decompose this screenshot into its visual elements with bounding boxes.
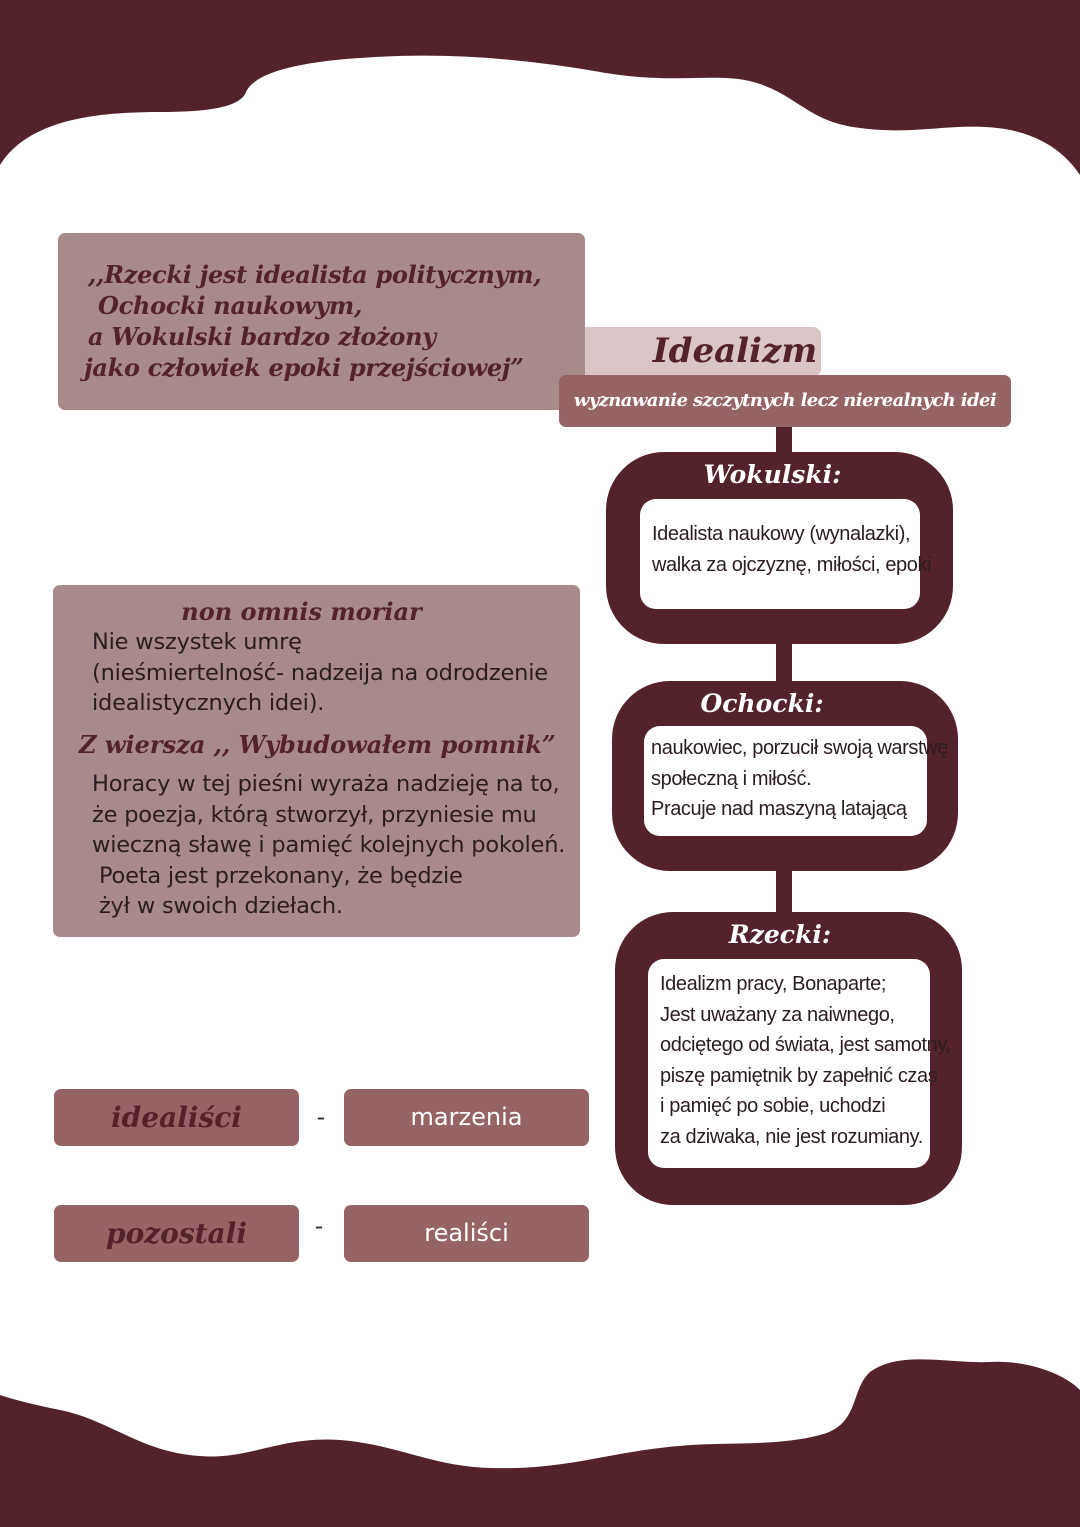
pair-dash: -	[314, 1212, 324, 1240]
character-description: Idealizm pracy, Bonaparte; Jest uważany …	[648, 959, 951, 1168]
description-line: Idealista naukowy (wynalazki),	[652, 523, 911, 545]
body-line: żył w swoich dziełach.	[92, 893, 343, 919]
connector-line	[776, 644, 792, 682]
pair-left-pozostali: pozostali	[54, 1205, 299, 1262]
concept-definition: wyznawanie szczytnych lecz nierealnych i…	[559, 375, 1011, 427]
character-card-ochocki: Ochocki: naukowiec, porzucił swoją warst…	[612, 681, 958, 871]
quote-box: ,,Rzecki jest idealista politycznym, Och…	[58, 233, 585, 410]
body-line: idealistycznych idei).	[92, 690, 325, 716]
character-description: naukowiec, porzucił swoją warstwę społec…	[644, 726, 948, 836]
poem-subheading: Z wiersza ,, Wybudowałem pomnik”	[79, 730, 556, 759]
description-line: za dziwaka, nie jest rozumiany.	[660, 1125, 923, 1148]
quote-line: ,,Rzecki jest idealista politycznym,	[88, 260, 542, 289]
character-card-rzecki: Rzecki: Idealizm pracy, Bonaparte; Jest …	[615, 912, 962, 1205]
connector-line	[776, 427, 792, 453]
description-line: społeczną i miłość.	[651, 767, 812, 790]
description-line: walka za ojczyznę, miłości, epoki	[652, 553, 932, 576]
description-line: piszę pamiętnik by zapełnić czas	[660, 1064, 938, 1087]
description-line: i pamięć po sobie, uchodzi	[660, 1095, 886, 1117]
quote-line: a Wokulski bardzo złożony	[88, 322, 436, 351]
pair-right-realisci: realiści	[344, 1205, 589, 1262]
non-omnis-moriar-box: non omnis moriar Nie wszystek umrę (nieś…	[53, 585, 580, 937]
connector-line	[776, 871, 792, 913]
poem-explanation: Horacy w tej pieśni wyraża nadzieję na t…	[92, 769, 565, 922]
character-name: Ochocki:	[700, 689, 824, 718]
pair-right-marzenia: marzenia	[344, 1089, 589, 1146]
description-line: Pracuje nad maszyną latającą	[651, 798, 907, 820]
description-line: Idealizm pracy, Bonaparte;	[660, 973, 887, 995]
pair-left-idealisci: idealiści	[54, 1089, 299, 1146]
character-description: Idealista naukowy (wynalazki), walka za …	[640, 499, 932, 609]
character-name: Wokulski:	[703, 460, 842, 489]
concept-title: Idealizm	[652, 331, 818, 371]
description-line: odciętego od świata, jest samotny,	[660, 1034, 951, 1056]
body-line: że poezja, którą stworzył, przyniesie mu	[92, 801, 537, 828]
body-line: Poeta jest przekonany, że będzie	[92, 862, 463, 889]
character-card-wokulski: Wokulski: Idealista naukowy (wynalazki),…	[606, 452, 953, 644]
body-line: Nie wszystek umrę	[92, 629, 302, 655]
quote-line: jako człowiek epoki przejściowej”	[84, 353, 524, 382]
body-line: (nieśmiertelność- nadzeija na odrodzenie	[92, 659, 548, 686]
pair-dash: -	[316, 1103, 326, 1131]
body-line: Horacy w tej pieśni wyraża nadzieję na t…	[92, 771, 560, 797]
latin-heading: non omnis moriar	[181, 597, 422, 626]
body-line: wieczną sławę i pamięć kolejnych pokoleń…	[92, 832, 566, 858]
quote-line: Ochocki naukowym,	[98, 291, 363, 320]
idealizm-title-tab	[585, 327, 821, 377]
description-line: Jest uważany za naiwnego,	[660, 1003, 895, 1026]
character-name: Rzecki:	[728, 920, 832, 949]
latin-explanation: Nie wszystek umrę (nieśmiertelność- nadz…	[92, 627, 548, 719]
description-line: naukowiec, porzucił swoją warstwę	[651, 737, 948, 759]
